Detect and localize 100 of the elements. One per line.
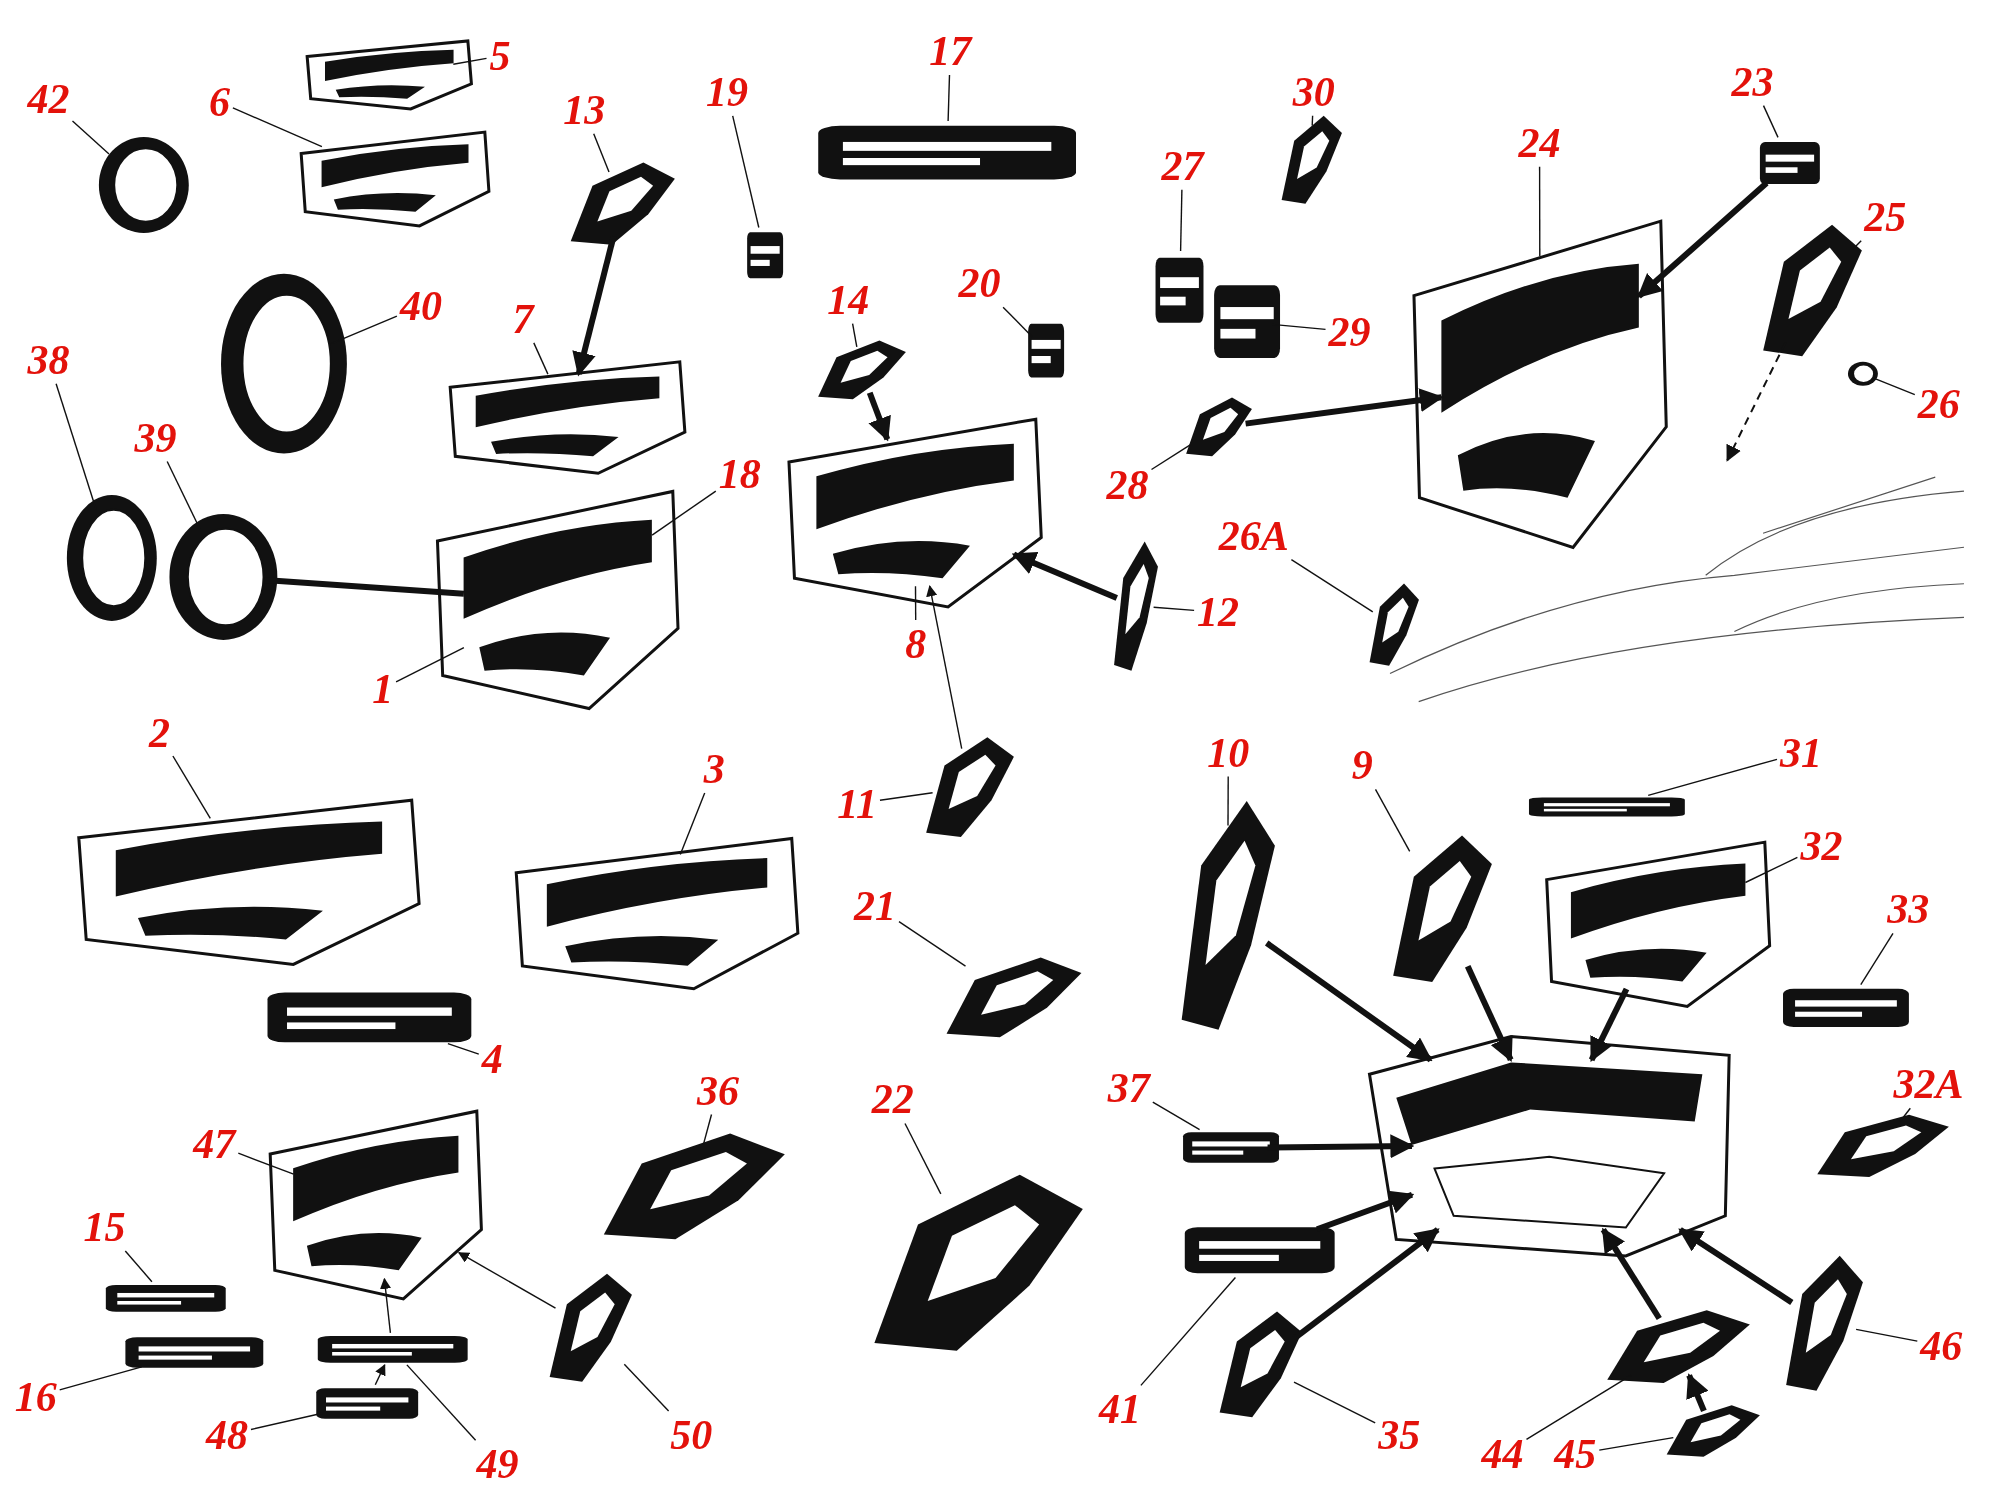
callout-number: 48: [206, 1413, 249, 1456]
leader-line: [851, 323, 858, 348]
leader-line: [1152, 1101, 1201, 1131]
callout-number: 30: [1292, 70, 1335, 113]
arrow: [926, 585, 963, 750]
leader-line: [593, 133, 610, 173]
callout-number: 33: [1887, 888, 1930, 931]
leader-line: [898, 921, 967, 967]
arrow: [457, 1252, 557, 1309]
callout-number: 5: [489, 35, 511, 78]
callout-number: 50: [670, 1413, 713, 1456]
leader-line: [237, 1152, 295, 1175]
callout-number: 13: [563, 88, 606, 131]
callout-number: 32A: [1893, 1063, 1964, 1106]
callout-number: 15: [83, 1206, 126, 1249]
leader-line: [623, 1363, 670, 1412]
leader-line: [651, 490, 717, 536]
callout-number: 9: [1351, 744, 1373, 787]
part-drawing: [1846, 360, 1879, 387]
callout-number: 1: [372, 667, 394, 710]
leader-line: [1855, 1328, 1918, 1342]
callout-number: 29: [1328, 310, 1371, 353]
leader-line: [679, 792, 706, 856]
arrow: [1245, 388, 1444, 427]
leader-line: [71, 120, 110, 155]
callout-number: 17: [929, 30, 972, 72]
leader-line: [1293, 1381, 1376, 1424]
leader-line: [1860, 932, 1894, 986]
leader-line: [1598, 1436, 1674, 1451]
leader-line: [1744, 856, 1799, 884]
callout-number: 20: [958, 262, 1001, 305]
callout-number: 40: [399, 285, 442, 328]
leader-line: [1647, 758, 1778, 796]
callout-number: 45: [1554, 1433, 1597, 1476]
leader-line: [904, 1122, 942, 1195]
arrow: [1686, 1373, 1709, 1413]
callout-number: 14: [827, 278, 870, 321]
leader-line: [702, 1113, 713, 1146]
callout-number: 16: [14, 1375, 57, 1418]
arrow: [1267, 1134, 1415, 1159]
callout-number: 47: [193, 1123, 236, 1166]
leader-line: [447, 1042, 480, 1055]
leader-line: [1150, 444, 1192, 471]
leader-line: [947, 74, 951, 122]
callout-number: 24: [1518, 121, 1561, 164]
callout-number: 46: [1920, 1324, 1963, 1367]
arrow: [1464, 964, 1514, 1062]
callout-number: 18: [718, 453, 761, 496]
arrow: [374, 1363, 386, 1386]
callout-number: 44: [1481, 1433, 1524, 1476]
leader-line: [1873, 377, 1916, 396]
arrow: [1588, 987, 1630, 1062]
leader-line: [1762, 104, 1779, 139]
callout-number: 42: [27, 78, 70, 121]
callout-number: 25: [1864, 195, 1907, 238]
callout-number: 31: [1780, 731, 1822, 774]
leader-line: [1152, 606, 1195, 612]
callout-number: 39: [134, 416, 177, 459]
leader-line: [879, 792, 934, 801]
leader-line: [59, 1366, 143, 1391]
leader-line: [452, 57, 488, 65]
callout-number: 37: [1107, 1067, 1150, 1109]
arrow: [1678, 1227, 1794, 1305]
arrow: [1600, 1227, 1662, 1321]
arrow: [379, 1277, 392, 1334]
arrow: [1636, 180, 1769, 299]
callout-number: 12: [1197, 591, 1240, 634]
callout-number: 11: [837, 782, 877, 825]
callout-number: 38: [27, 338, 70, 381]
leader-line: [395, 647, 465, 683]
callout-number: 28: [1106, 463, 1149, 506]
leader-line: [232, 107, 323, 148]
leader-line: [1290, 559, 1374, 613]
callout-number: 36: [697, 1069, 740, 1112]
callout-number: 26: [1917, 383, 1960, 426]
leader-line: [406, 1364, 477, 1441]
callout-number: 41: [1098, 1388, 1141, 1431]
leader-line: [124, 1250, 153, 1283]
callout-number: 23: [1731, 60, 1774, 103]
leader-line: [1311, 115, 1314, 127]
callout-number: 4: [481, 1037, 503, 1080]
callout-number: 32: [1800, 824, 1843, 867]
callout-number: 35: [1378, 1413, 1421, 1456]
callout-number: 26A: [1218, 514, 1289, 557]
callout-number: 6: [208, 81, 230, 124]
callout-number: 7: [512, 297, 534, 340]
arrow: [1011, 551, 1118, 601]
callout-number: 8: [905, 623, 927, 666]
leader-line: [533, 342, 549, 375]
arrow: [1264, 940, 1433, 1063]
leader-line: [732, 115, 760, 229]
callout-number: 21: [854, 884, 896, 927]
callout-number: 10: [1207, 731, 1250, 774]
callout-number: 19: [706, 70, 749, 113]
callout-number: 49: [476, 1443, 519, 1486]
leader-line: [1374, 788, 1411, 853]
leader-line: [1179, 189, 1183, 252]
callout-number: 27: [1161, 144, 1204, 187]
leader-line: [1227, 775, 1229, 827]
leader-line: [1140, 1276, 1237, 1387]
